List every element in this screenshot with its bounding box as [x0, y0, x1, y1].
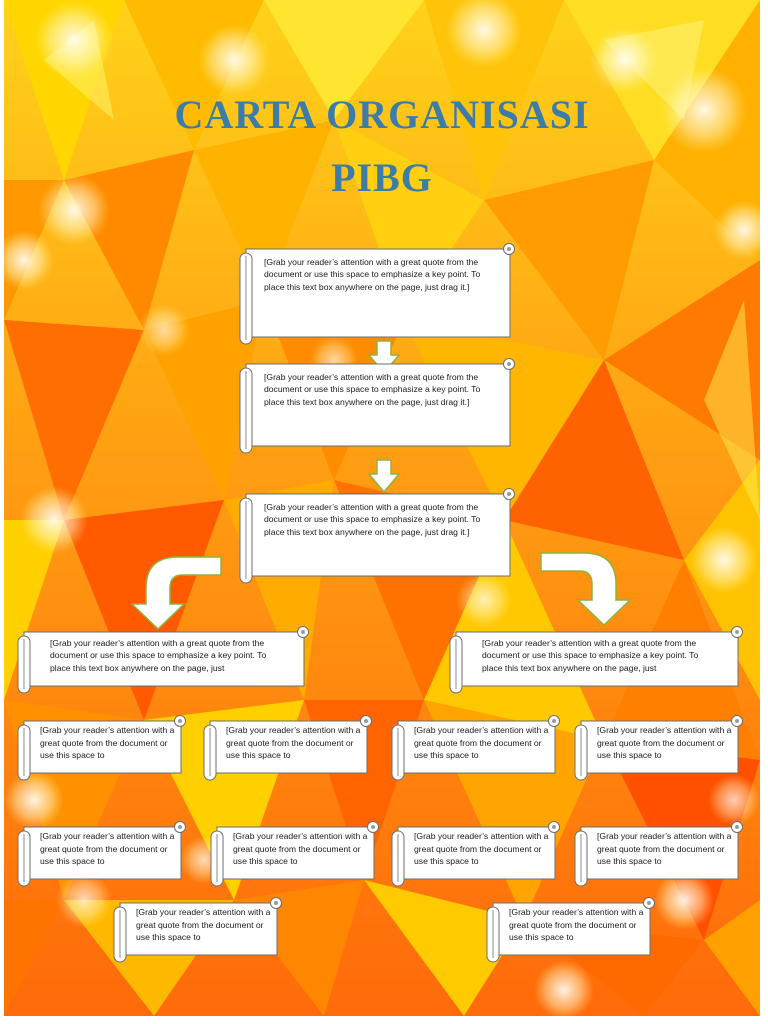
org-box-small[interactable]: [Grab your reader’s attention with a gre… [16, 714, 187, 782]
org-box-text: [Grab your reader’s attention with a gre… [264, 502, 481, 537]
org-box-text: [Grab your reader’s attention with a gre… [40, 725, 175, 761]
org-box-text: [Grab your reader’s attention with a gre… [414, 831, 549, 867]
org-box-text: [Grab your reader’s attention with a gre… [233, 831, 368, 867]
scroll-frame [17, 821, 186, 887]
org-box-small[interactable]: [Grab your reader’s attention with a gre… [16, 820, 187, 888]
org-box-text: [Grab your reader’s attention with a gre… [597, 725, 732, 761]
scroll-frame [486, 897, 655, 963]
org-box-branch-right[interactable]: [Grab your reader’s attention with a gre… [448, 625, 744, 695]
scroll-frame [574, 715, 743, 781]
scroll-frame [17, 626, 309, 694]
org-box-text: [Grab your reader’s attention with a gre… [226, 725, 361, 761]
scroll-frame [17, 715, 186, 781]
curved-arrow-right-icon [540, 552, 632, 627]
curved-arrow-left-icon [130, 556, 222, 631]
org-box-text: [Grab your reader’s attention with a gre… [40, 831, 175, 867]
scroll-frame [574, 821, 743, 887]
scroll-frame [239, 488, 515, 584]
scroll-frame [391, 821, 560, 887]
chart-title-line-1: CARTA ORGANISASI [174, 92, 590, 137]
scroll-frame [113, 897, 282, 963]
org-box-text: [Grab your reader’s attention with a gre… [136, 907, 271, 943]
scroll-frame [239, 358, 515, 454]
org-box-level-1[interactable]: [Grab your reader’s attention with a gre… [238, 242, 516, 346]
org-box-level-2[interactable]: [Grab your reader’s attention with a gre… [238, 357, 516, 455]
org-box-text: [Grab your reader’s attention with a gre… [482, 638, 699, 673]
org-box-text: [Grab your reader’s attention with a gre… [264, 372, 481, 407]
org-box-text: [Grab your reader’s attention with a gre… [264, 257, 481, 292]
org-box-text: [Grab your reader’s attention with a gre… [597, 831, 732, 867]
org-box-small[interactable]: [Grab your reader’s attention with a gre… [573, 714, 744, 782]
scroll-frame [449, 626, 743, 694]
scroll-frame [203, 715, 372, 781]
org-box-small[interactable]: [Grab your reader’s attention with a gre… [390, 714, 561, 782]
org-box-small[interactable]: [Grab your reader’s attention with a gre… [209, 820, 380, 888]
org-box-level-3[interactable]: [Grab your reader’s attention with a gre… [238, 487, 516, 585]
org-chart-page: CARTA ORGANISASI PIBG [Grab your reader’… [4, 0, 760, 1016]
scroll-frame [239, 243, 515, 345]
org-box-text: [Grab your reader’s attention with a gre… [50, 638, 267, 673]
scroll-frame [391, 715, 560, 781]
chart-title-line-2: PIBG [331, 155, 433, 200]
scroll-frame [210, 821, 379, 887]
org-box-small[interactable]: [Grab your reader’s attention with a gre… [573, 820, 744, 888]
org-box-small[interactable]: [Grab your reader’s attention with a gre… [112, 896, 283, 964]
org-box-text: [Grab your reader’s attention with a gre… [414, 725, 549, 761]
org-box-small[interactable]: [Grab your reader’s attention with a gre… [390, 820, 561, 888]
org-box-branch-left[interactable]: [Grab your reader’s attention with a gre… [16, 625, 310, 695]
down-arrow-icon [367, 459, 401, 494]
org-box-text: [Grab your reader’s attention with a gre… [509, 907, 644, 943]
org-box-small[interactable]: [Grab your reader’s attention with a gre… [485, 896, 656, 964]
org-box-small[interactable]: [Grab your reader’s attention with a gre… [202, 714, 373, 782]
